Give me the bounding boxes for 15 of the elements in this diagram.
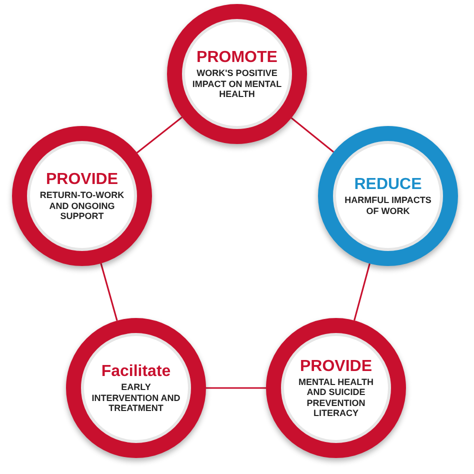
node-heading: REDUCE xyxy=(354,176,422,194)
node-description: WORK'S POSITIVE IMPACT ON MENTAL HEALTH xyxy=(191,68,283,100)
connector-line xyxy=(290,117,334,153)
node-description: HARMFUL IMPACTS OF WORK xyxy=(344,195,432,216)
node-description: RETURN-TO-WORK AND ONGOING SUPPORT xyxy=(38,190,126,222)
connector-line xyxy=(206,387,266,389)
node-heading: PROVIDE xyxy=(300,358,372,376)
node-heading: Facilitate xyxy=(101,362,171,380)
node-description: MENTAL HEALTH AND SUICIDE PREVENTION LITERACY xyxy=(298,377,374,418)
connector-line xyxy=(136,116,182,154)
node-heading: PROVIDE xyxy=(46,170,118,188)
node-description: EARLY INTERVENTION AND TREATMENT xyxy=(90,382,182,414)
connector-line xyxy=(100,263,118,321)
node-heading: PROMOTE xyxy=(196,48,278,66)
connector-line xyxy=(354,263,370,321)
